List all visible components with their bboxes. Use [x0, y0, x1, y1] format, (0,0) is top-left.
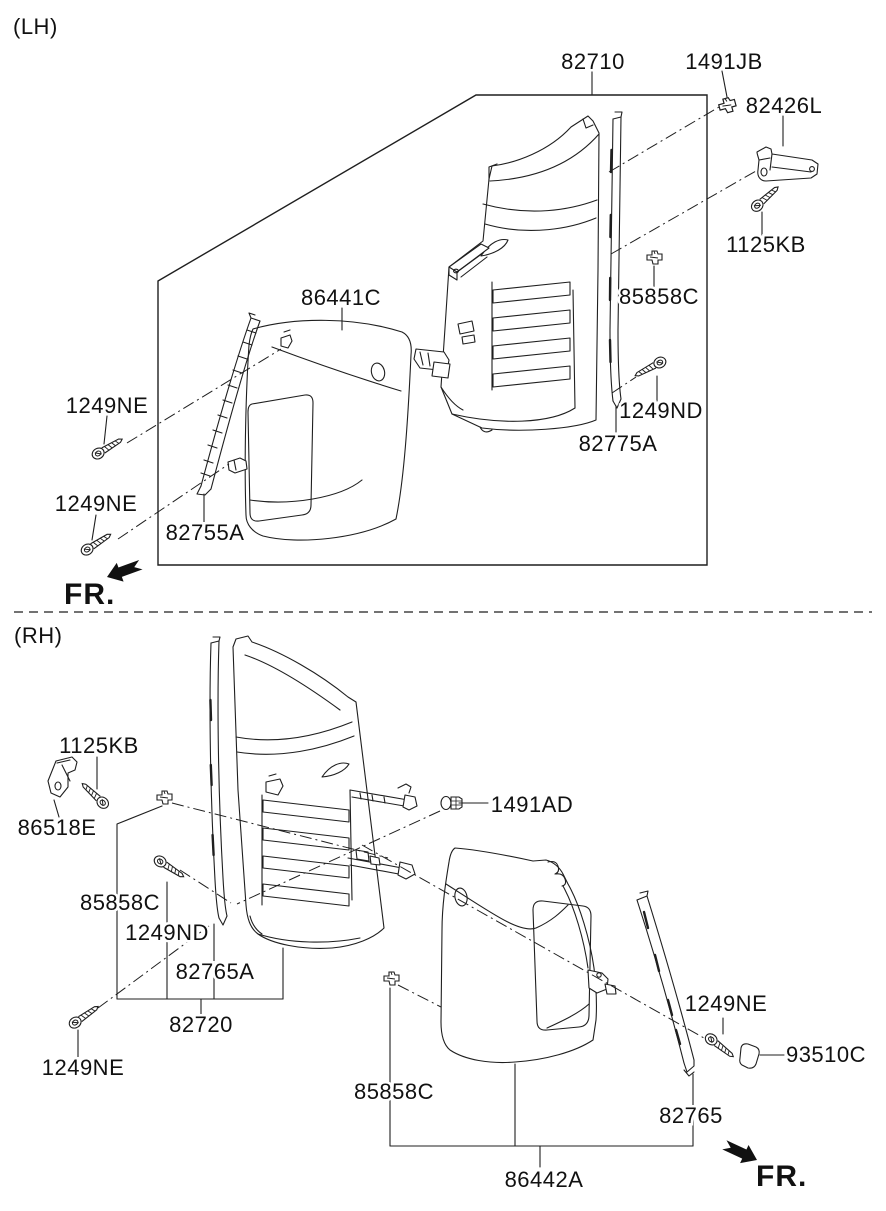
label-1249nd-rh: 1249ND — [125, 920, 209, 945]
label-1491jb: 1491JB — [685, 49, 763, 74]
lh-leader-lines — [91, 70, 784, 541]
label-1125kb-rh: 1125KB — [59, 733, 139, 758]
label-82755a: 82755A — [166, 520, 245, 545]
label-1249nd-lh: 1249ND — [619, 398, 703, 423]
lh-screw-1249nd — [632, 354, 669, 381]
lh-marker: (LH) — [13, 14, 58, 39]
rh-screw-1249ne-right — [702, 1030, 738, 1062]
lh-front-label: FR. — [64, 578, 115, 611]
lh-taillight-cover-86441c — [244, 319, 412, 541]
label-82426l: 82426L — [746, 93, 822, 118]
label-1125kb-lh: 1125KB — [726, 232, 806, 257]
rh-bracket-86518e — [47, 756, 78, 798]
rh-front-label: FR. — [756, 1160, 807, 1193]
label-86441c: 86441C — [301, 285, 381, 310]
label-85858c-rh-upper: 85858C — [80, 890, 160, 915]
label-86518e: 86518E — [18, 815, 97, 840]
lh-screw-1249ne-upper — [89, 434, 126, 462]
rh-leader-lines — [53, 756, 785, 1168]
lh-clip-1491jb — [716, 95, 738, 115]
label-82710: 82710 — [561, 49, 625, 74]
rh-screw-1125kb — [78, 779, 112, 812]
lh-section: (LH) 82710 1491JB 82426L 1125KB 85858C 8… — [11, 12, 825, 614]
rh-cap-93510c — [739, 1043, 760, 1069]
lh-bracket-82426l — [756, 146, 819, 182]
label-82775a: 82775A — [579, 431, 658, 456]
rh-garnish-strip-82765a — [209, 636, 228, 926]
lh-boundary-box — [157, 94, 708, 566]
label-85858c-lh: 85858C — [619, 284, 699, 309]
label-1249ne-lower: 1249NE — [55, 491, 138, 516]
rh-screw-1249ne-left — [66, 1001, 102, 1031]
label-82765a: 82765A — [176, 959, 255, 984]
lh-garnish-strip-82755a — [196, 312, 261, 496]
rh-clip-85858c-upper — [156, 790, 173, 805]
label-93510c: 93510C — [786, 1042, 866, 1067]
label-1249ne-rh-left: 1249NE — [42, 1055, 125, 1080]
rh-taillight-cover-86442a — [440, 847, 617, 1063]
lh-garnish-strip-82775a — [608, 111, 623, 409]
rh-screw-1249nd — [151, 853, 188, 882]
lh-assembly-lines — [117, 106, 757, 540]
rh-trim-panel-82720 — [232, 635, 418, 949]
label-1491ad: 1491AD — [491, 792, 574, 817]
rh-clip-85858c-lower — [383, 971, 400, 986]
label-1249ne-upper: 1249NE — [66, 393, 149, 418]
lh-clip-85858c — [646, 250, 663, 265]
lh-screw-1125kb — [748, 182, 783, 215]
lh-screw-1249ne-lower — [78, 529, 115, 558]
rh-garnish-strip-82765 — [636, 890, 695, 1077]
lh-trim-panel-82710 — [413, 115, 600, 433]
label-86442a: 86442A — [505, 1167, 584, 1192]
label-85858c-rh-lower: 85858C — [354, 1079, 434, 1104]
rh-marker: (RH) — [14, 623, 62, 648]
rh-section: (RH) 1125KB 86518E 85858C 1249ND 82765A … — [12, 621, 869, 1196]
label-1249ne-rh-right: 1249NE — [685, 991, 768, 1016]
label-82765: 82765 — [659, 1103, 723, 1128]
label-82720: 82720 — [169, 1012, 233, 1037]
